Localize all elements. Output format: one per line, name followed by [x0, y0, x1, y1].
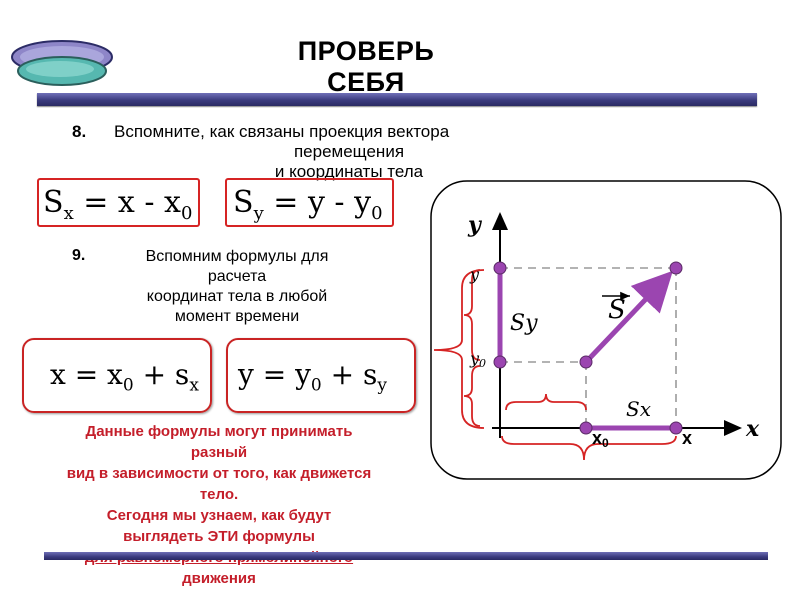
note-text: Данные формулы могут принимать разный ви…	[4, 421, 434, 589]
header-divider	[37, 93, 757, 106]
displacement-vector	[584, 270, 673, 364]
formula-sx-sub: x	[63, 203, 74, 224]
red-braces	[433, 269, 677, 461]
page-title-text: ПРОВЕРЬ СЕБЯ	[297, 36, 435, 97]
s-vector-label: S	[608, 295, 626, 325]
question-9-line4: момент времени	[174, 308, 300, 325]
y0-point-label-main: y	[469, 349, 480, 368]
formula-x: x = x0 + sx	[24, 340, 210, 421]
formula-sx-rhs: = x - x	[73, 185, 181, 220]
formula-y: y = y0 + sy	[228, 340, 414, 421]
page-title: ПРОВЕРЬ СЕБЯ	[236, 36, 496, 98]
formula-y-lhs: y = y	[238, 358, 311, 391]
logo-ellipses-icon	[11, 40, 113, 86]
formula-sy-rhs-sub: 0	[371, 203, 383, 224]
question-9-line3: координат тела в любой	[146, 288, 328, 305]
x0-point-label-main: x	[592, 428, 602, 448]
question-9-line1: Вспомним формулы для	[145, 248, 329, 265]
note-line4: тело.	[199, 486, 239, 503]
formula-x-lhs-sub: 0	[122, 375, 134, 396]
points	[493, 261, 683, 435]
y-point-label: y	[469, 265, 480, 284]
axis-y-label: y	[467, 212, 483, 238]
formula-box-sx: Sx = x - x0	[37, 178, 200, 227]
note-line3: вид в зависимости от того, как движется	[66, 465, 372, 482]
question-8-line3: и координаты тела	[274, 162, 424, 181]
formula-sx: Sx = x - x0	[39, 180, 198, 236]
note-line1: Данные формулы могут принимать	[85, 423, 353, 440]
question-8-line2: перемещения	[293, 142, 405, 161]
question-8-number: 8.	[72, 122, 87, 141]
formula-y-mid: + s	[321, 358, 378, 391]
formula-sy-rhs: = y - y	[263, 185, 372, 220]
question-8-text: Вспомните, как связаны проекция вектора …	[114, 122, 584, 182]
question-8-line1: Вспомните, как связаны проекция вектора	[114, 122, 450, 141]
formula-x-mid-sub: x	[189, 375, 199, 396]
question-9-line2: расчета	[207, 268, 267, 285]
formula-x-mid: + s	[133, 358, 190, 391]
dashed-guides	[500, 267, 677, 428]
note-line5: Сегодня мы узнаем, как будут	[106, 507, 332, 524]
formula-sy: Sy = y - y0	[227, 180, 392, 236]
formula-sx-rhs-sub: 0	[180, 203, 193, 224]
vector-projection-diagram: y x y y0 x0 x Sy Sx S	[430, 180, 782, 480]
x-point-label: x	[682, 428, 692, 448]
formula-box-y: y = y0 + sy	[226, 338, 416, 413]
y0-point-label: y0	[469, 349, 486, 370]
question-9-text: Вспомним формулы для расчета координат т…	[98, 247, 376, 327]
question-9-number: 9.	[72, 247, 86, 264]
formula-box-x: x = x0 + sx	[22, 338, 212, 413]
formula-y-mid-sub: y	[377, 375, 387, 396]
x0-point-label-sub: 0	[602, 436, 609, 450]
footer-divider	[44, 552, 768, 560]
formula-sy-sub: y	[253, 203, 264, 224]
note-line6: выглядеть ЭТИ формулы	[123, 528, 315, 545]
note-line8: движения	[182, 570, 256, 587]
sx-label: Sx	[626, 397, 651, 421]
formula-sy-symbol: S	[233, 185, 254, 220]
formula-box-sy: Sy = y - y0	[225, 178, 394, 227]
formula-sx-symbol: S	[43, 185, 64, 220]
x0-point-label: x0	[592, 428, 609, 450]
formula-x-lhs: x = x	[50, 358, 123, 391]
formula-y-lhs-sub: 0	[310, 375, 322, 396]
y0-point-label-sub: 0	[479, 357, 486, 370]
sy-label: Sy	[510, 311, 538, 336]
note-line2: разный	[190, 444, 248, 461]
diagram-frame	[430, 180, 782, 480]
axis-x-label: x	[745, 416, 760, 442]
